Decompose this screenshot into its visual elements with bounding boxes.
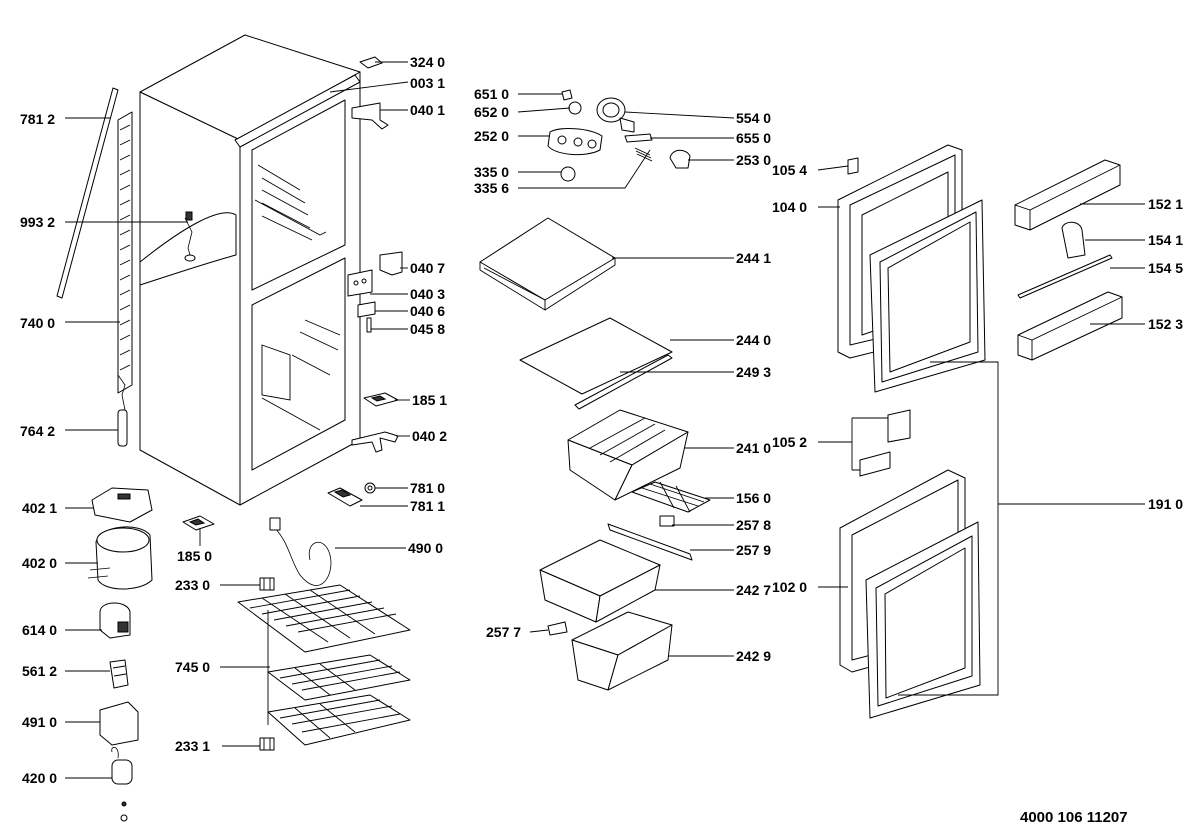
- compressor-drawing: [87, 487, 332, 822]
- callout-651-0: 651 0: [474, 86, 509, 102]
- callout-102-0: 102 0: [772, 579, 807, 595]
- callout-185-1: 185 1: [412, 392, 447, 408]
- callout-040-1: 040 1: [410, 102, 445, 118]
- callout-655-0: 655 0: [736, 130, 771, 146]
- callout-152-1: 152 1: [1148, 196, 1183, 212]
- callout-labels: 324 0 003 1 040 1 781 2 993 2 740 0 764 …: [20, 54, 1183, 786]
- callout-614-0: 614 0: [22, 622, 57, 638]
- doors-drawing: [837, 144, 986, 719]
- thermostat-drawing: [547, 89, 691, 182]
- callout-104-0: 104 0: [772, 199, 807, 215]
- callout-993-2: 993 2: [20, 214, 55, 230]
- callout-420-0: 420 0: [22, 770, 57, 786]
- callout-154-5: 154 5: [1148, 260, 1183, 276]
- callout-253-0: 253 0: [736, 152, 771, 168]
- callout-233-0: 233 0: [175, 577, 210, 593]
- callout-191-0: 191 0: [1148, 496, 1183, 512]
- wire-shelves-drawing: [237, 584, 411, 746]
- callout-185-0: 185 0: [177, 548, 212, 564]
- callout-561-2: 561 2: [22, 663, 57, 679]
- callout-040-6: 040 6: [410, 303, 445, 319]
- callout-781-1: 781 1: [410, 498, 445, 514]
- callout-740-0: 740 0: [20, 315, 55, 331]
- callout-257-7: 257 7: [486, 624, 521, 640]
- callout-241-0: 241 0: [736, 440, 771, 456]
- callout-252-0: 252 0: [474, 128, 509, 144]
- callout-040-2: 040 2: [412, 428, 447, 444]
- shelves-drawers-drawing: [479, 217, 711, 691]
- callout-105-4: 105 4: [772, 162, 807, 178]
- cabinet-drawing: [139, 34, 361, 506]
- callout-242-7: 242 7: [736, 582, 771, 598]
- document-number: 4000 106 11207: [1020, 809, 1128, 826]
- hinge-parts-drawing: [327, 56, 403, 507]
- callout-491-0: 491 0: [22, 714, 57, 730]
- callout-554-0: 554 0: [736, 110, 771, 126]
- callout-244-0: 244 0: [736, 332, 771, 348]
- callout-249-3: 249 3: [736, 364, 771, 380]
- callout-764-2: 764 2: [20, 423, 55, 439]
- door-bins-drawing: [1014, 159, 1123, 361]
- leader-lines: [65, 61, 1145, 779]
- callout-781-0: 781 0: [410, 480, 445, 496]
- callout-652-0: 652 0: [474, 104, 509, 120]
- callout-156-0: 156 0: [736, 490, 771, 506]
- callout-335-6: 335 6: [474, 180, 509, 196]
- callout-490-0: 490 0: [408, 540, 443, 556]
- callout-402-0: 402 0: [22, 555, 57, 571]
- callout-324-0: 324 0: [410, 54, 445, 70]
- callout-003-1: 003 1: [410, 75, 445, 91]
- callout-154-1: 154 1: [1148, 232, 1183, 248]
- callout-244-1: 244 1: [736, 250, 771, 266]
- callout-045-8: 045 8: [410, 321, 445, 337]
- callout-233-1: 233 1: [175, 738, 210, 754]
- callout-040-3: 040 3: [410, 286, 445, 302]
- callout-335-0: 335 0: [474, 164, 509, 180]
- callout-257-9: 257 9: [736, 542, 771, 558]
- callout-040-7: 040 7: [410, 260, 445, 276]
- condenser-drawing: [56, 87, 133, 447]
- callout-105-2: 105 2: [772, 434, 807, 450]
- callout-781-2: 781 2: [20, 111, 55, 127]
- callout-152-3: 152 3: [1148, 316, 1183, 332]
- callout-257-8: 257 8: [736, 517, 771, 533]
- callout-242-9: 242 9: [736, 648, 771, 664]
- callout-402-1: 402 1: [22, 500, 57, 516]
- callout-745-0: 745 0: [175, 659, 210, 675]
